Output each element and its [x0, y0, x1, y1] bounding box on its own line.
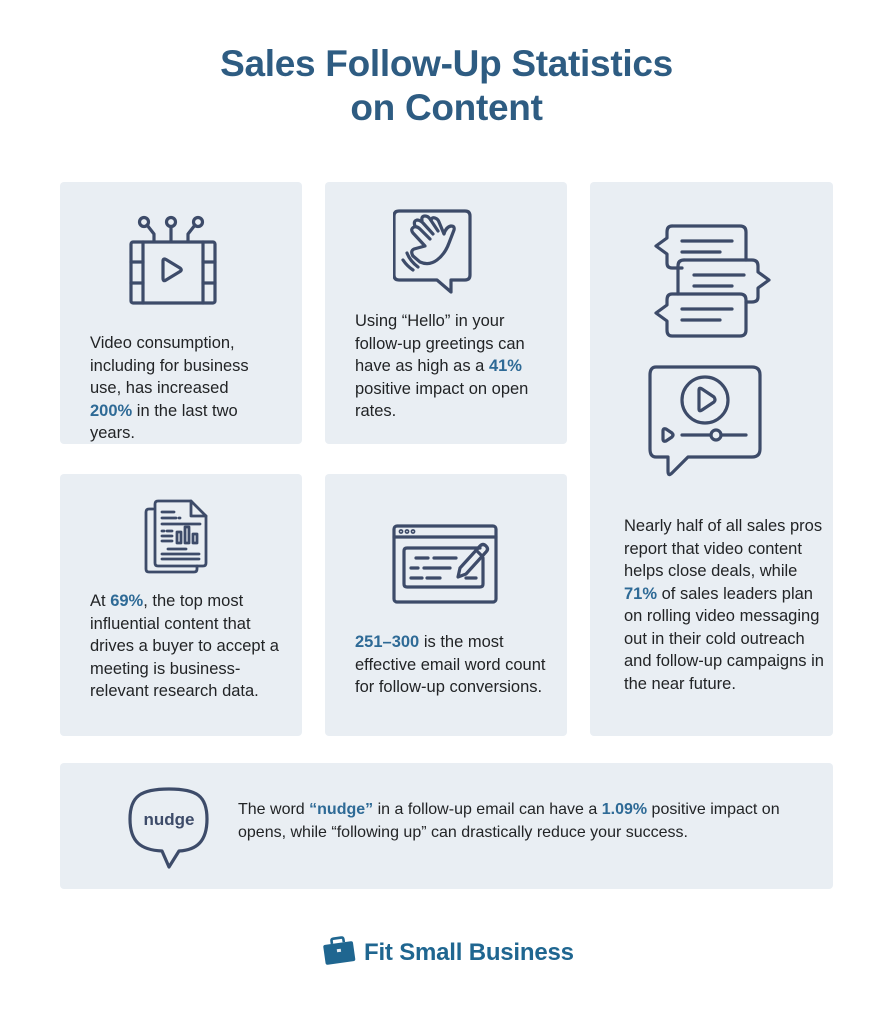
- stat-card-hello-greeting: Using “Hello” in your follow-up greeting…: [325, 182, 567, 444]
- stat-text: Using “Hello” in your follow-up greeting…: [355, 312, 529, 420]
- chat-bubbles-icon: [654, 224, 772, 340]
- stat-card-word-count: 251–300 is the most effective email word…: [325, 474, 567, 736]
- stat-text: The word “nudge” in a follow-up email ca…: [238, 801, 780, 841]
- stat-text: At 69%, the top most influential content…: [90, 592, 279, 700]
- stat-highlight: 1.09%: [601, 801, 648, 818]
- stat-highlight: 251–300: [355, 633, 420, 651]
- waving-hand-chat-icon: [393, 209, 473, 295]
- stat-card-nudge: nudge The word “nudge” in a follow-up em…: [60, 763, 833, 889]
- title-line-2: on Content: [350, 87, 543, 128]
- stat-text: Nearly half of all sales pros report tha…: [624, 517, 824, 693]
- video-message-icon: [648, 365, 764, 481]
- stat-highlight: 69%: [110, 592, 144, 610]
- stat-card-research-data: At 69%, the top most influential content…: [60, 474, 302, 736]
- page-title: Sales Follow-Up Statistics on Content: [0, 42, 893, 130]
- stat-text: Video consumption, including for busines…: [90, 334, 249, 442]
- stat-highlight: 200%: [90, 401, 133, 420]
- stat-text: 251–300 is the most effective email word…: [355, 633, 546, 696]
- briefcase-icon: [322, 935, 356, 971]
- stat-card-video-consumption: Video consumption, including for busines…: [60, 182, 302, 444]
- nudge-bubble-label: nudge: [143, 810, 195, 829]
- brand-logo: Fit Small Business: [322, 935, 574, 971]
- nudge-speech-bubble-icon: nudge: [127, 786, 211, 870]
- brand-name: Fit Small Business: [364, 939, 574, 966]
- video-film-icon: [128, 212, 218, 307]
- stat-card-video-sales: Nearly half of all sales pros report tha…: [590, 182, 833, 736]
- stat-highlight: 41%: [488, 357, 522, 375]
- research-document-icon: [144, 499, 210, 575]
- title-line-1: Sales Follow-Up Statistics: [220, 43, 673, 84]
- stat-highlight: “nudge”: [309, 801, 374, 818]
- stat-highlight: 71%: [624, 584, 658, 603]
- email-compose-icon: [392, 524, 498, 604]
